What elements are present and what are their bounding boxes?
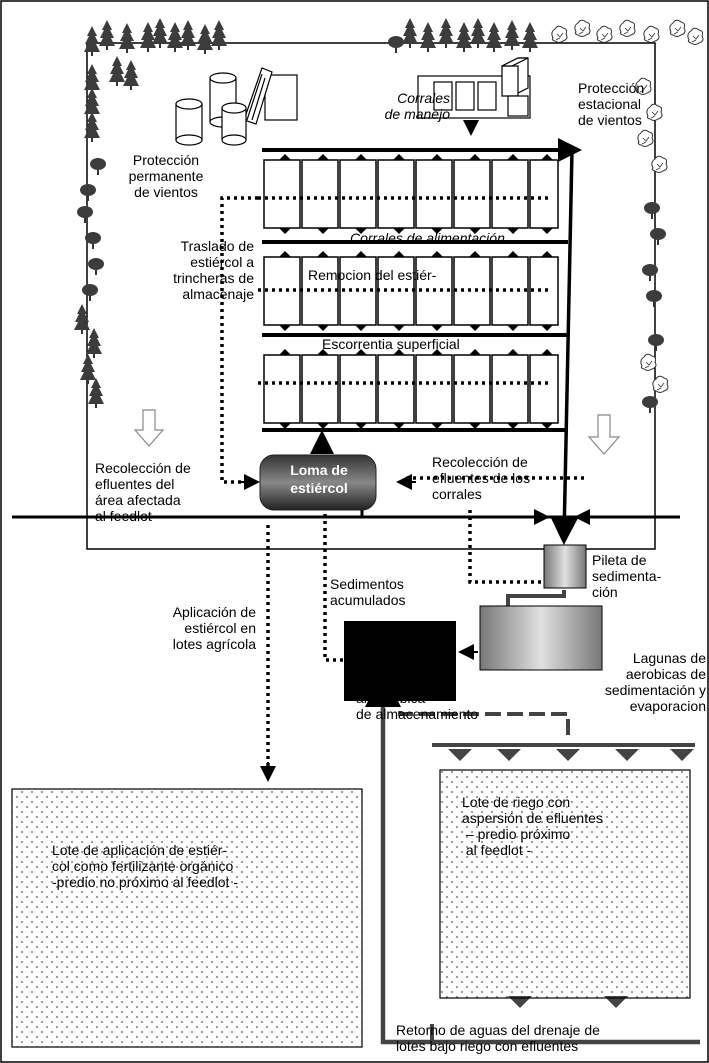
- runoff-arrow-left-icon: [133, 409, 165, 447]
- area-effluent-collection-label: Recolección de efluentes del área afecta…: [95, 460, 191, 524]
- sedimentation-basin: [543, 544, 587, 589]
- manure-application-label: Aplicación de estiércol en lotes agrícol…: [172, 604, 256, 652]
- handling-corrals-label: Corrales de manejo: [384, 90, 450, 122]
- manure-application-field: [11, 788, 363, 1048]
- left-tree-column-icon: [74, 64, 106, 408]
- accumulated-sediments-label: Sedimentos acumulados: [330, 576, 406, 608]
- surface-runoff-label: Escorrentia superficial: [322, 336, 460, 352]
- pen-effluent-collection-label: Recolección de efluentes de los corrales: [432, 454, 531, 502]
- irrigation-field-description: Lote de riego con aspersión de efluentes…: [462, 794, 603, 858]
- manure-removal-label: Remocion del estiér-: [308, 267, 437, 283]
- feeding-pens-block-1: [263, 159, 559, 229]
- feeding-pens-block-3: [263, 354, 559, 424]
- sedimentation-basin-label: Pileta de sedimenta- ción: [592, 552, 662, 600]
- permanent-wind-protection-label: Protección permanente de vientos: [128, 152, 204, 200]
- seasonal-wind-protection-label: Protección estacional de vientos: [578, 80, 645, 128]
- runoff-arrow-right-icon: [587, 414, 621, 455]
- manure-transfer-label: Traslado de estiércol a trincheras de al…: [173, 238, 254, 302]
- right-tree-column-icon: [635, 77, 669, 413]
- aerobic-lagoons-label: Lagunas de aerobicas de sedimentación y …: [604, 650, 706, 714]
- manure-mound: [259, 454, 377, 511]
- irrigation-field: [439, 769, 691, 999]
- manure-mound-label: Loma de estiércol: [290, 462, 348, 496]
- feeding-pens-label: Corrales de alimentación: [350, 230, 505, 246]
- manure-field-description: Lote de aplicación de estiér- col como f…: [52, 842, 238, 890]
- aerobic-lagoons: [479, 605, 603, 671]
- drainage-return-label: Retorno de aguas del drenaje de lotes ba…: [396, 1022, 600, 1054]
- handling-corrals-icon: [417, 57, 531, 119]
- feed-mill-icon: [175, 67, 298, 146]
- anaerobic-lagoon-label: Laguna anaerobica de almacenamiento: [356, 674, 479, 722]
